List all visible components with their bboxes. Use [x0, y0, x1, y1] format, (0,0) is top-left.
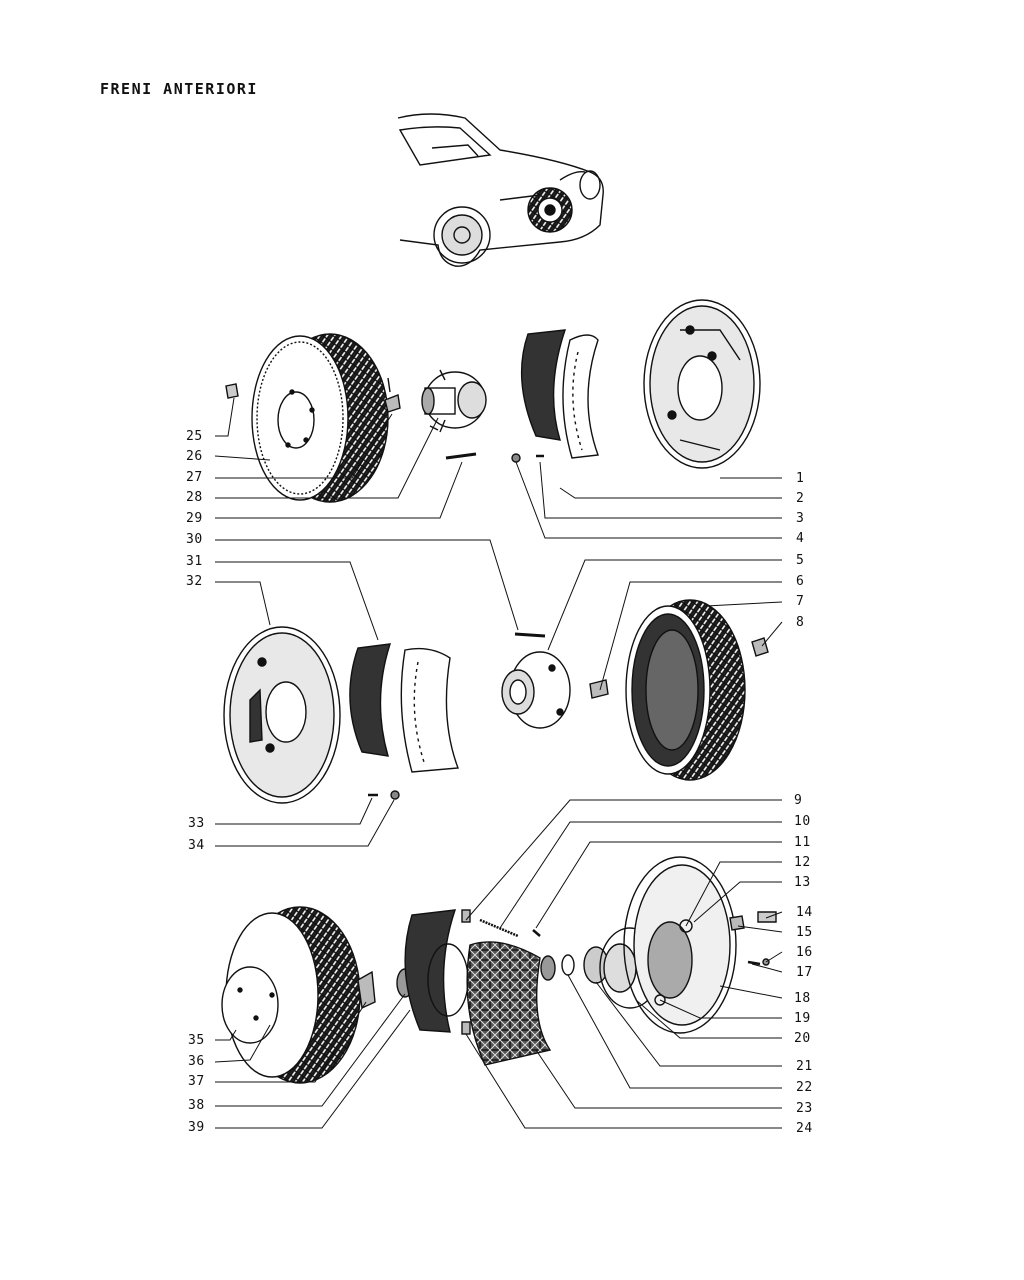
- callout-20: 20: [794, 1031, 811, 1046]
- callout-28: 28: [186, 490, 203, 505]
- brake-shoe-3: [404, 909, 552, 1066]
- callout-12: 12: [794, 855, 811, 870]
- callout-23: 23: [796, 1101, 813, 1116]
- callout-14: 14: [796, 905, 813, 920]
- callout-34: 34: [188, 838, 205, 853]
- callout-27: 27: [186, 470, 203, 485]
- backing-plate-2: [223, 626, 341, 804]
- callout-29: 29: [186, 511, 203, 526]
- callout-6: 6: [796, 574, 805, 589]
- callout-30: 30: [186, 532, 203, 547]
- callout-8: 8: [796, 615, 805, 630]
- callout-18: 18: [794, 991, 811, 1006]
- brake-shoe-1: [520, 329, 599, 459]
- callout-21: 21: [796, 1059, 813, 1074]
- backing-plate-1: [643, 299, 761, 469]
- callout-24: 24: [796, 1121, 813, 1136]
- callout-10: 10: [794, 814, 811, 829]
- car-illustration: [397, 113, 604, 267]
- callout-5: 5: [796, 553, 805, 568]
- callout-17: 17: [796, 965, 813, 980]
- callout-1: 1: [796, 471, 805, 486]
- callout-37: 37: [188, 1074, 205, 1089]
- brake-drum-finned-2: [625, 599, 746, 781]
- callout-26: 26: [186, 449, 203, 464]
- brake-drum-finned-1: [251, 333, 389, 503]
- callout-4: 4: [796, 531, 805, 546]
- callout-11: 11: [794, 835, 811, 850]
- leader-lines: [214, 397, 783, 1129]
- callout-33: 33: [188, 816, 205, 831]
- wheel-hub-1: [421, 369, 487, 433]
- brake-shoe-2: [349, 643, 459, 773]
- callout-31: 31: [186, 554, 203, 569]
- callout-3: 3: [796, 511, 805, 526]
- callout-13: 13: [794, 875, 811, 890]
- callout-19: 19: [794, 1011, 811, 1026]
- callout-36: 36: [188, 1054, 205, 1069]
- callout-15: 15: [796, 925, 813, 940]
- page-title: FRENI ANTERIORI: [100, 80, 258, 98]
- brake-drum-finned-3: [221, 906, 361, 1084]
- backing-plate-3: [623, 856, 737, 1034]
- callout-38: 38: [188, 1098, 205, 1113]
- callout-9: 9: [794, 793, 803, 808]
- callout-25: 25: [186, 429, 203, 444]
- callout-22: 22: [796, 1080, 813, 1095]
- callout-16: 16: [796, 945, 813, 960]
- wheel-hub-2: [501, 651, 571, 729]
- callout-32: 32: [186, 574, 203, 589]
- callout-2: 2: [796, 491, 805, 506]
- callout-7: 7: [796, 594, 805, 609]
- callout-35: 35: [188, 1033, 205, 1048]
- callout-39: 39: [188, 1120, 205, 1135]
